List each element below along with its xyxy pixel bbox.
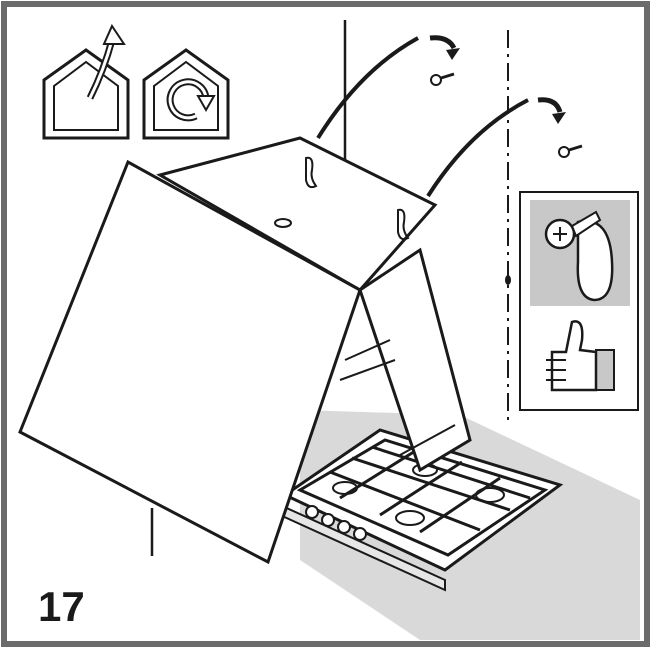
gas-hob bbox=[279, 428, 564, 592]
house-recirculation-icon bbox=[142, 48, 230, 140]
screw-icon-left bbox=[430, 72, 455, 86]
step-number: 17 bbox=[38, 583, 85, 630]
detail-panel bbox=[519, 191, 639, 411]
house-duct-out-icon bbox=[42, 23, 130, 140]
hob-burners bbox=[332, 463, 505, 526]
keyhole-slot-right bbox=[397, 208, 410, 241]
hood-slot-center bbox=[274, 218, 292, 228]
screw-arrow-left bbox=[316, 35, 460, 140]
hood-front-panel bbox=[18, 159, 362, 565]
wall-hole bbox=[505, 275, 511, 285]
screw-arrow-right bbox=[426, 97, 566, 198]
thumbs-up-icon bbox=[546, 320, 615, 392]
keyhole-slot-left bbox=[305, 156, 318, 189]
keyhole-screw-detail-icon bbox=[544, 210, 614, 302]
chimney-duct bbox=[339, 247, 472, 473]
hob-knobs bbox=[305, 505, 367, 541]
screw-icon-right bbox=[558, 144, 583, 158]
